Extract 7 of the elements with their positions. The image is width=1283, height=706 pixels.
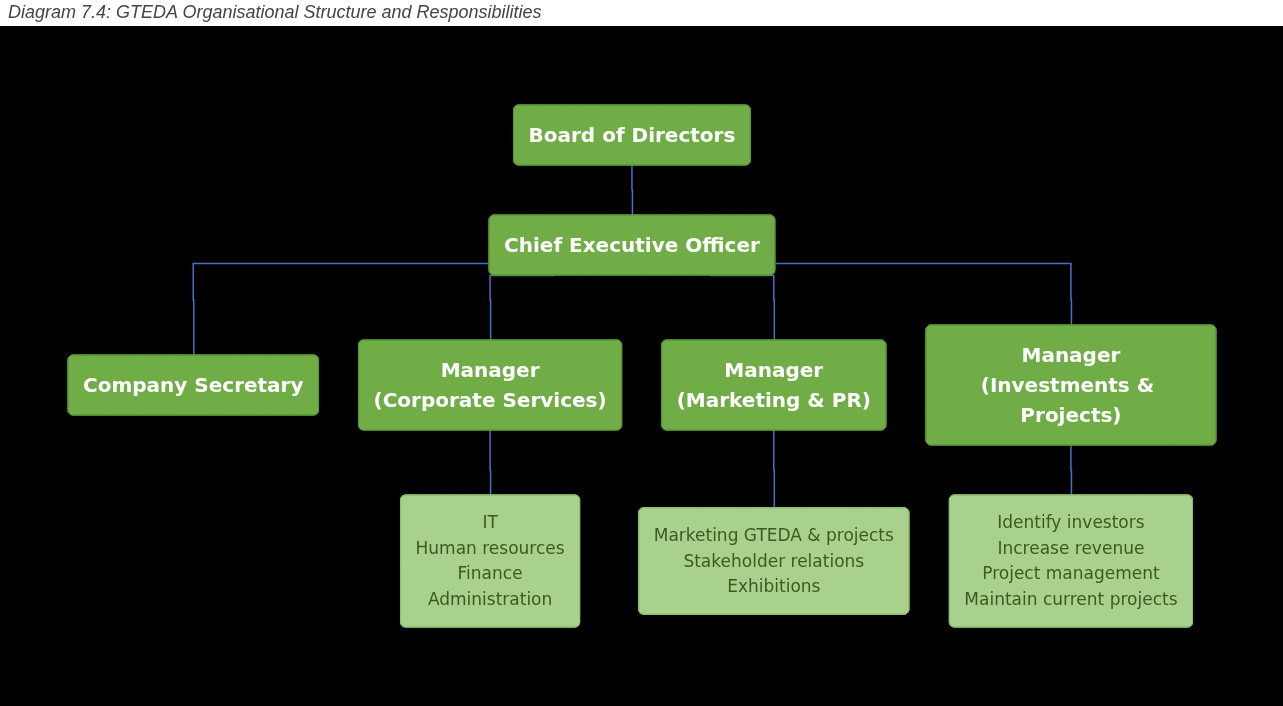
connector bbox=[630, 164, 633, 217]
connector bbox=[1069, 444, 1072, 497]
connector bbox=[774, 262, 1072, 327]
connector bbox=[192, 262, 490, 357]
connector bbox=[488, 429, 491, 497]
diagram-title: Diagram 7.4: GTEDA Organisational Structure and Responsibilities bbox=[7, 1, 543, 24]
connector bbox=[772, 429, 775, 509]
